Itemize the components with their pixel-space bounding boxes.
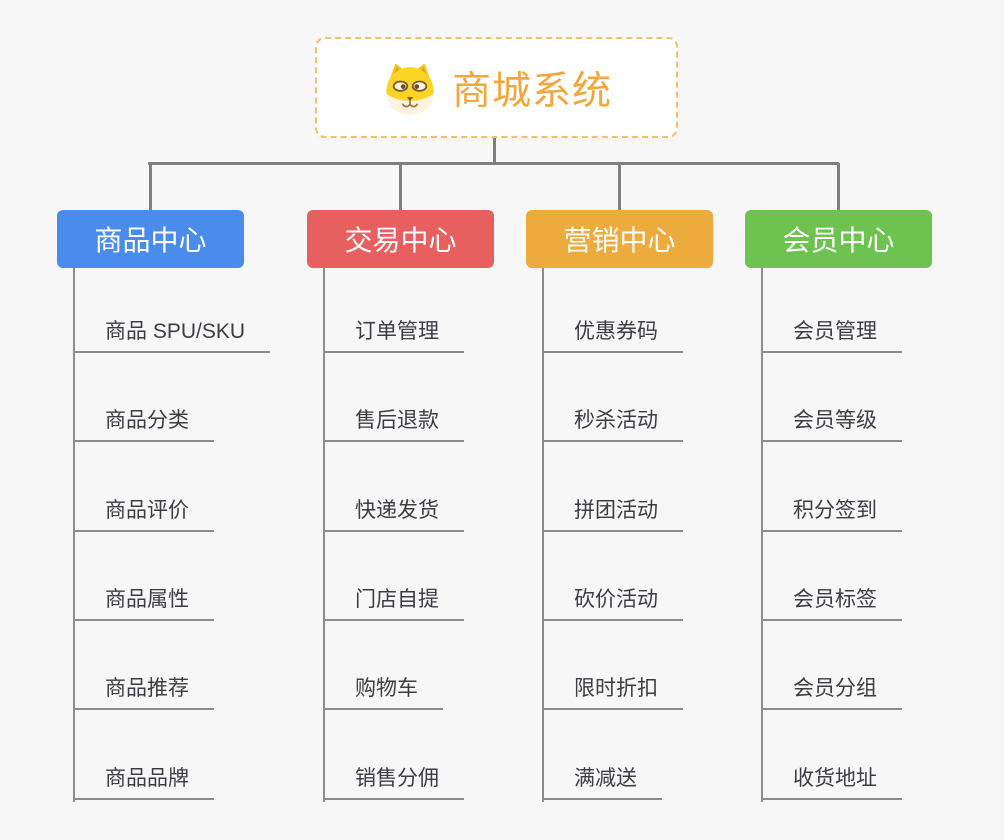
connector-root-stem: [493, 138, 496, 164]
shiba-dog-icon: [381, 59, 439, 117]
branch-member-center: 会员中心 会员管理 会员等级 积分签到 会员标签 会员分组 收货地址: [745, 210, 932, 802]
branch-label: 商品中心: [94, 225, 207, 256]
branch-label: 会员中心: [782, 225, 895, 256]
leaf-item[interactable]: 订单管理: [323, 317, 464, 353]
branch-product-center: 商品中心 商品 SPU/SKU 商品分类 商品评价 商品属性 商品推荐 商品品牌: [57, 210, 271, 802]
leaf-item[interactable]: 售后退款: [323, 406, 464, 442]
leaf-item[interactable]: 商品分类: [73, 406, 214, 442]
connector-drop-trade-center: [399, 163, 402, 210]
leaf-item[interactable]: 会员等级: [761, 406, 902, 442]
connector-drop-member-center: [837, 163, 840, 210]
branch-vline: [323, 268, 325, 802]
branch-marketing-center: 营销中心 优惠券码 秒杀活动 拼团活动 砍价活动 限时折扣 满减送: [526, 210, 713, 802]
leaf-item[interactable]: 秒杀活动: [542, 406, 683, 442]
branch-vline: [542, 268, 544, 802]
root-title: 商城系统: [451, 69, 612, 113]
leaf-item[interactable]: 购物车: [323, 674, 443, 710]
branch-trade-center: 交易中心 订单管理 售后退款 快递发货 门店自提 购物车 销售分佣: [307, 210, 494, 802]
leaf-item[interactable]: 快递发货: [323, 496, 464, 532]
leaf-item[interactable]: 砍价活动: [542, 585, 683, 621]
leaf-item[interactable]: 商品 SPU/SKU: [73, 317, 271, 353]
leaf-item[interactable]: 商品属性: [73, 585, 214, 621]
leaf-item[interactable]: 销售分佣: [323, 764, 464, 800]
leaf-item[interactable]: 满减送: [542, 764, 662, 800]
branch-label: 交易中心: [344, 225, 457, 256]
leaf-item[interactable]: 门店自提: [323, 585, 464, 621]
branch-vline: [73, 268, 75, 802]
leaf-item[interactable]: 商品评价: [73, 496, 214, 532]
leaf-item[interactable]: 会员管理: [761, 317, 902, 353]
leaf-item[interactable]: 拼团活动: [542, 496, 683, 532]
branch-node-product-center[interactable]: 商品中心: [57, 210, 244, 268]
branch-node-member-center[interactable]: 会员中心: [745, 210, 932, 268]
root-node[interactable]: 商城系统: [315, 37, 678, 138]
branch-node-marketing-center[interactable]: 营销中心: [526, 210, 713, 268]
connector-drop-product-center: [149, 163, 152, 210]
connector-drop-marketing-center: [618, 163, 621, 210]
leaf-item[interactable]: 商品推荐: [73, 674, 214, 710]
leaf-item[interactable]: 收货地址: [761, 764, 902, 800]
leaf-item[interactable]: 优惠券码: [542, 317, 683, 353]
leaf-item[interactable]: 商品品牌: [73, 764, 214, 800]
branch-node-trade-center[interactable]: 交易中心: [307, 210, 494, 268]
leaf-item[interactable]: 积分签到: [761, 496, 902, 532]
branch-vline: [761, 268, 763, 802]
leaf-item[interactable]: 限时折扣: [542, 674, 683, 710]
connector-horizontal-bar: [148, 162, 839, 165]
leaf-item[interactable]: 会员标签: [761, 585, 902, 621]
leaf-item[interactable]: 会员分组: [761, 674, 902, 710]
branch-label: 营销中心: [563, 225, 676, 256]
